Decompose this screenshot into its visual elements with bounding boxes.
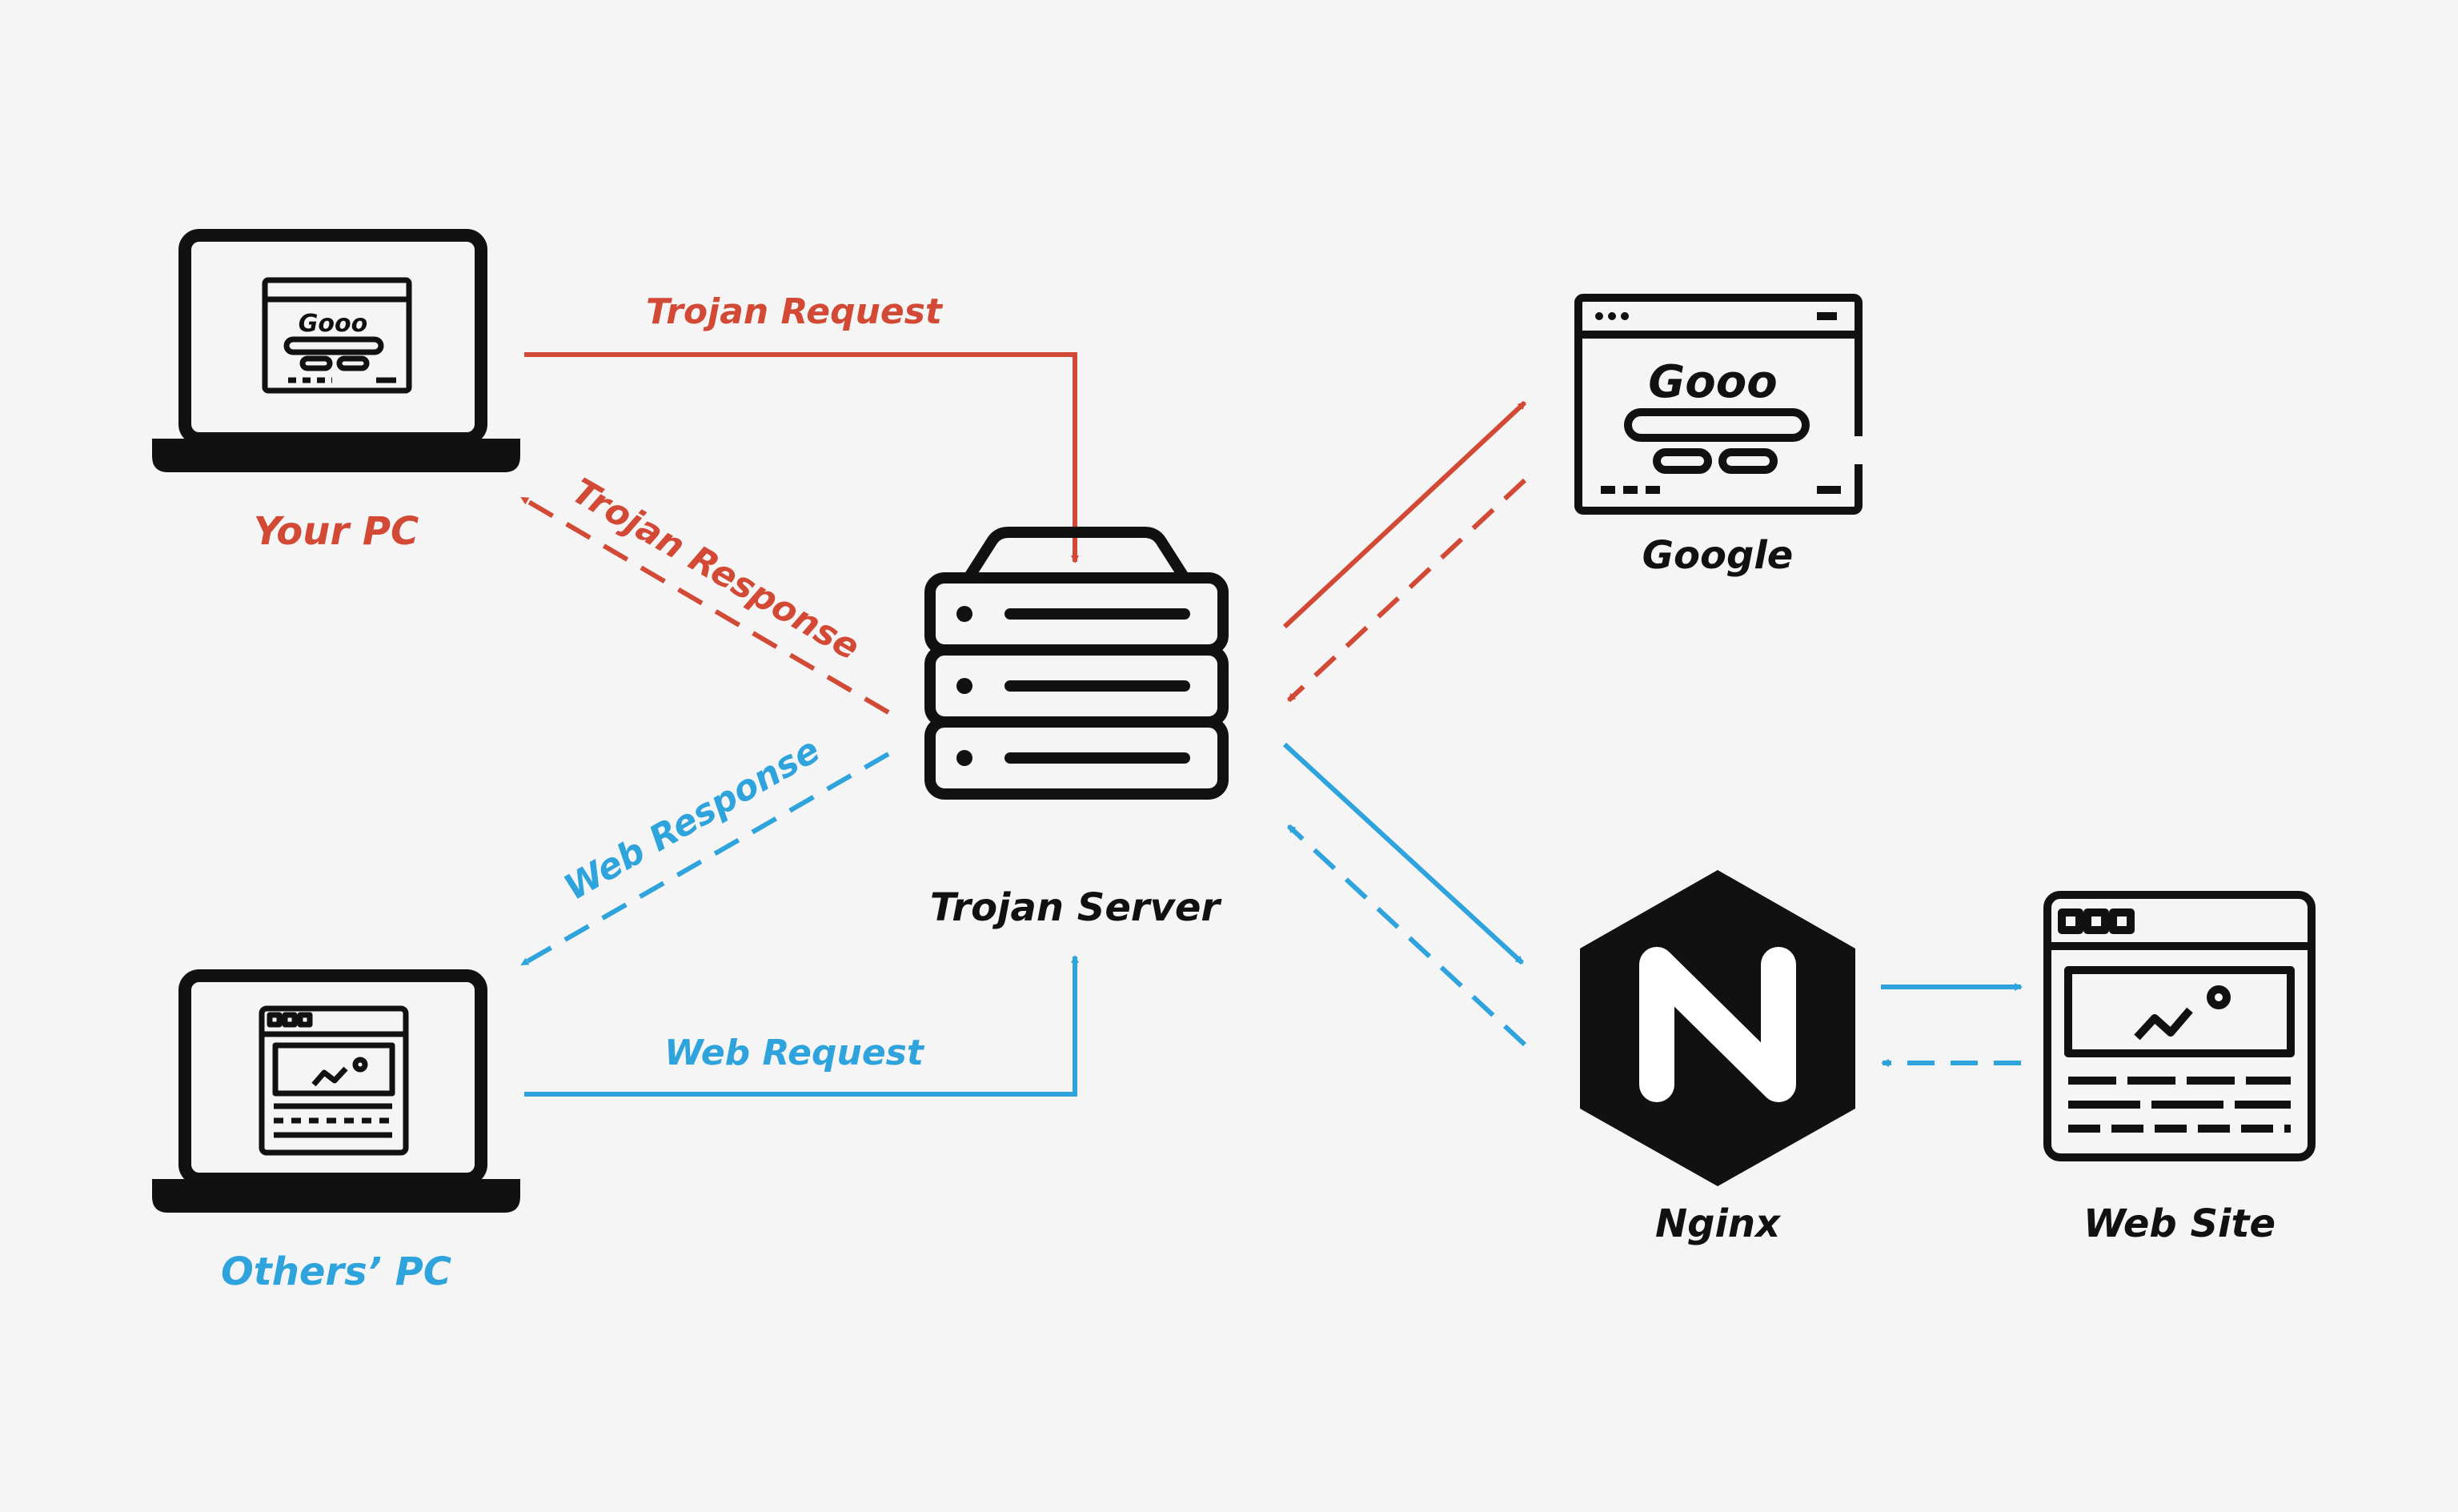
node-nginx: Nginx	[1580, 870, 1855, 1246]
edge-server-to-google	[1282, 400, 1527, 629]
node-trojan-server: Trojan Server	[924, 527, 1229, 930]
webpage-icon	[2043, 891, 2316, 1161]
server-icon	[924, 527, 1229, 800]
edge-nginx-to-server	[1286, 824, 1527, 1047]
label-web-request: Web Request	[664, 1033, 925, 1073]
node-label-nginx: Nginx	[1655, 1201, 1782, 1246]
node-label-your-pc: Your PC	[254, 509, 419, 554]
label-web-response: Web Response	[557, 730, 827, 909]
node-label-trojan-server: Trojan Server	[930, 885, 1222, 930]
browser-icon	[1574, 294, 1864, 515]
browser-icon	[262, 277, 412, 394]
label-trojan-response: Trojan Response	[565, 471, 867, 668]
edge-web-request	[524, 955, 1079, 1097]
node-google: Gooo Google	[1574, 294, 1864, 578]
node-your-pc: Gooo Your PC	[152, 229, 520, 554]
node-label-google: Google	[1642, 533, 1794, 578]
edge-server-to-nginx	[1282, 742, 1525, 965]
label-trojan-request: Trojan Request	[646, 291, 944, 332]
edge-trojan-request	[524, 352, 1079, 563]
node-web-site: Web Site	[2043, 891, 2316, 1246]
edge-web-response	[520, 752, 890, 967]
laptop-icon	[152, 969, 520, 1213]
node-label-web-site: Web Site	[2083, 1201, 2276, 1246]
nginx-n-glyph	[1639, 947, 1796, 1102]
webpage-icon	[259, 1005, 409, 1156]
laptop-icon: Gooo	[152, 229, 520, 472]
google-logo-text: Gooo	[299, 310, 367, 338]
google-logo-text: Gooo	[1648, 356, 1777, 408]
node-label-others-pc: Others’ PC	[221, 1249, 451, 1294]
edge-google-to-server	[1286, 478, 1527, 703]
node-others-pc: Others’ PC	[152, 969, 520, 1294]
edge-trojan-response	[520, 495, 890, 715]
